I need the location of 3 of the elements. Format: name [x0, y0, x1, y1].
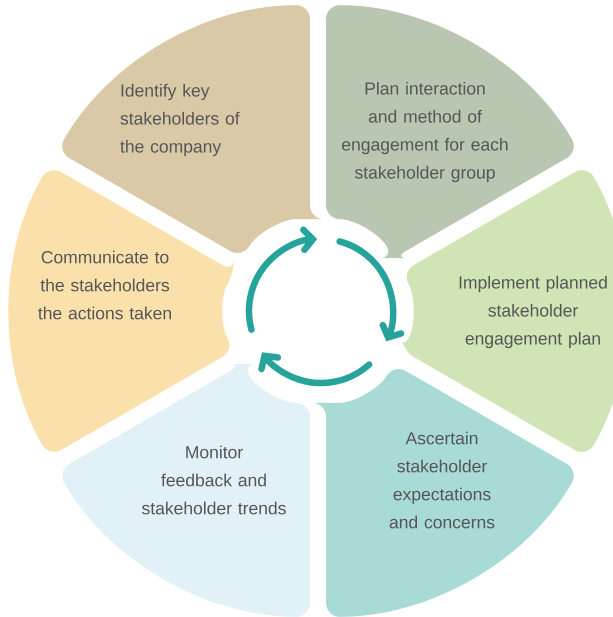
segment-box: Plan interaction and method of engagement for each stakeholder group [326, 5, 574, 258]
segment-box: Ascertain stakeholder expectations and concerns [312, 368, 574, 617]
segment-box: Monitor feedback and stakeholder trends [62, 364, 310, 617]
